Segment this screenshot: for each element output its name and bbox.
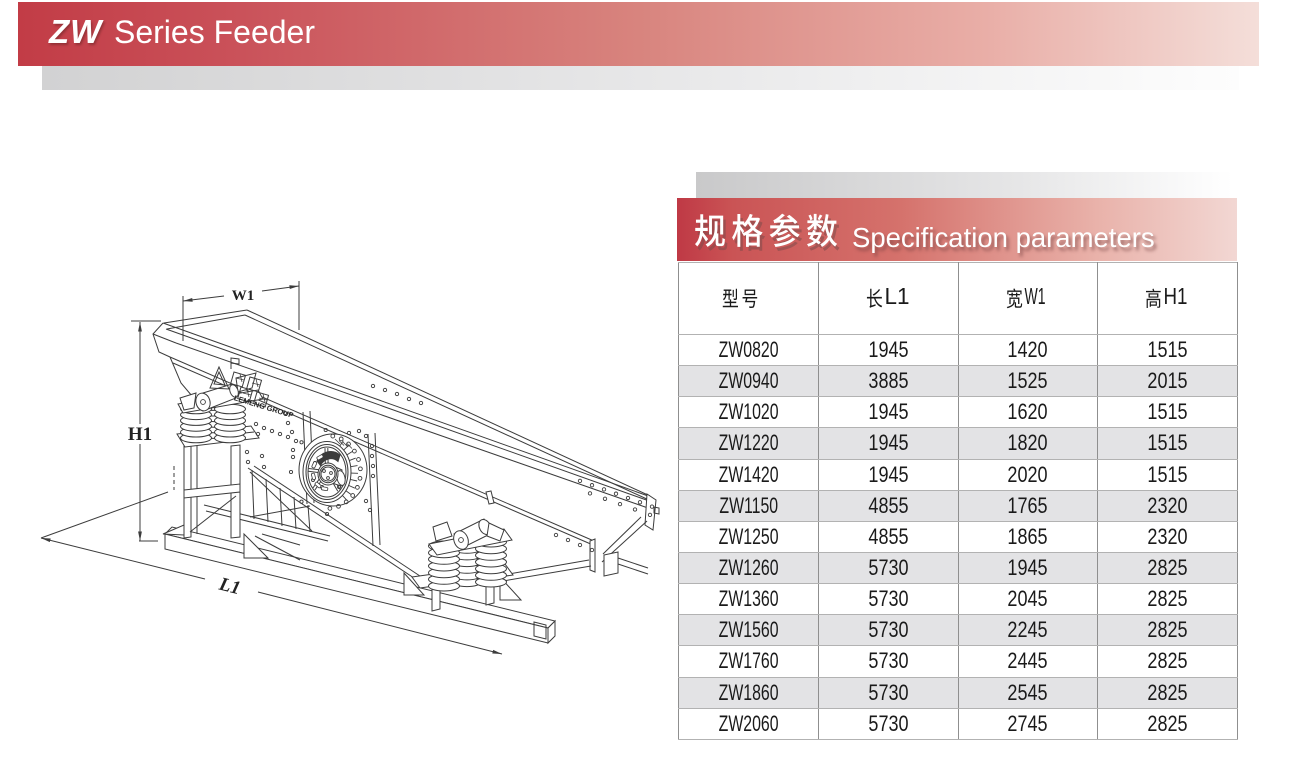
svg-text:H1: H1 <box>1164 283 1188 309</box>
svg-text:L1: L1 <box>216 574 243 600</box>
svg-text:L1: L1 <box>884 283 909 309</box>
svg-text:W1: W1 <box>1024 283 1045 309</box>
svg-text:W1: W1 <box>232 288 255 304</box>
svg-text:H1: H1 <box>128 424 152 445</box>
